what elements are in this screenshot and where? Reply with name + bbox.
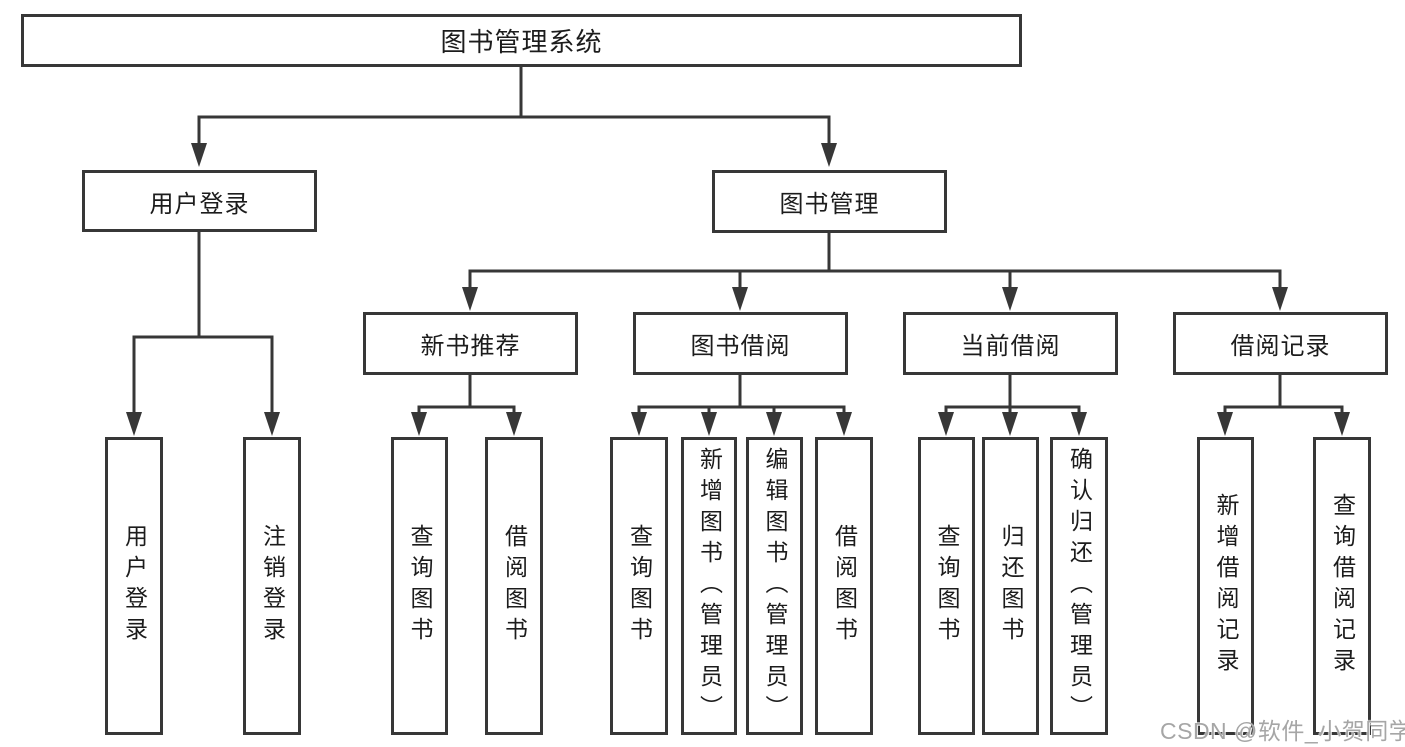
node-label: 确认归还（管理员） bbox=[1066, 446, 1093, 726]
node-current-borrow: 当前借阅 bbox=[903, 312, 1118, 375]
node-book-management: 图书管理 bbox=[712, 170, 947, 233]
node-book-borrow: 图书借阅 bbox=[633, 312, 848, 375]
connector-paths bbox=[132, 65, 1344, 426]
node-user-login: 用户登录 bbox=[82, 170, 317, 232]
node-label: 借阅记录 bbox=[1230, 333, 1331, 360]
node-label: 图书借阅 bbox=[690, 333, 791, 360]
node-new-book-recommend: 新书推荐 bbox=[363, 312, 578, 375]
node-label: 当前借阅 bbox=[960, 333, 1061, 360]
node-label: 查询图书 bbox=[626, 524, 653, 648]
leaf-query-books-current: 查询图书 bbox=[918, 437, 975, 735]
leaf-borrow-books: 借阅图书 bbox=[815, 437, 873, 735]
node-library-management-system: 图书管理系统 bbox=[21, 14, 1022, 67]
node-label: 查询借阅记录 bbox=[1329, 493, 1356, 679]
node-label: 归还图书 bbox=[998, 524, 1024, 648]
leaf-edit-book-admin: 编辑图书（管理员） bbox=[746, 437, 803, 735]
node-label: 借阅图书 bbox=[831, 524, 858, 648]
leaf-query-books-recommend: 查询图书 bbox=[391, 437, 448, 735]
leaf-return-book: 归还图书 bbox=[982, 437, 1039, 735]
node-label: 查询图书 bbox=[934, 524, 960, 648]
leaf-query-borrow-record: 查询借阅记录 bbox=[1313, 437, 1371, 735]
leaf-add-borrow-record: 新增借阅记录 bbox=[1197, 437, 1254, 735]
node-label: 注销登录 bbox=[259, 524, 286, 648]
node-label: 查询图书 bbox=[407, 524, 433, 648]
leaf-logout: 注销登录 bbox=[243, 437, 301, 735]
node-label: 新增借阅记录 bbox=[1213, 493, 1239, 679]
node-label: 新增图书（管理员） bbox=[696, 446, 723, 726]
leaf-borrow-books-recommend: 借阅图书 bbox=[485, 437, 543, 735]
node-label: 用户登录 bbox=[149, 190, 250, 218]
node-label: 借阅图书 bbox=[501, 524, 528, 648]
node-label: 用户登录 bbox=[121, 524, 148, 648]
leaf-confirm-return-admin: 确认归还（管理员） bbox=[1050, 437, 1108, 735]
node-label: 图书管理 bbox=[779, 191, 880, 218]
node-label: 图书管理系统 bbox=[440, 27, 603, 57]
node-borrow-records: 借阅记录 bbox=[1173, 312, 1388, 375]
leaf-add-book-admin: 新增图书（管理员） bbox=[681, 437, 737, 735]
leaf-user-login: 用户登录 bbox=[105, 437, 163, 735]
csdn-watermark: CSDN @软件_小贺同学 bbox=[1160, 718, 1405, 744]
leaf-query-books-borrow: 查询图书 bbox=[610, 437, 668, 735]
node-label: 新书推荐 bbox=[420, 333, 521, 360]
node-label: 编辑图书（管理员） bbox=[762, 446, 788, 726]
